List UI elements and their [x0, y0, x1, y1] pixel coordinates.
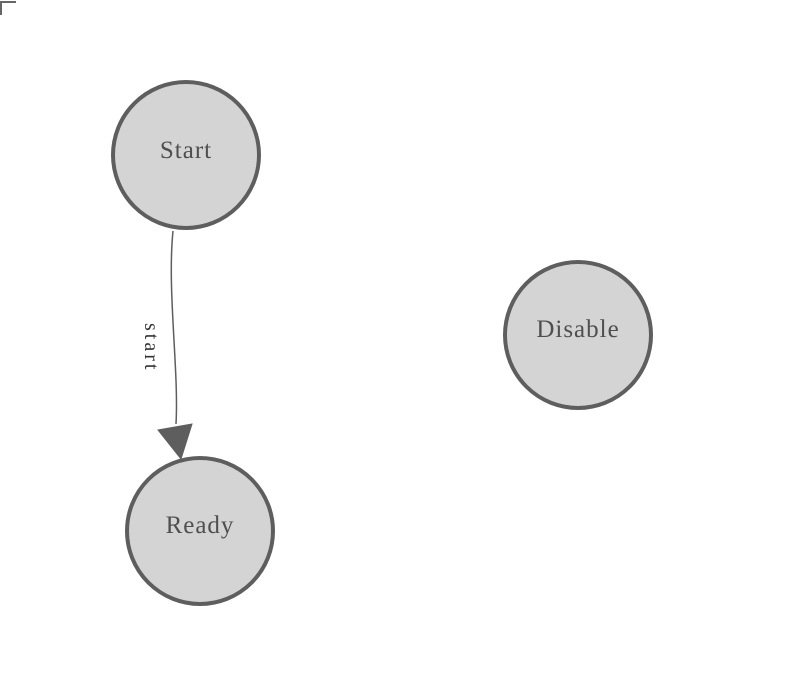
- edge-start-to-ready[interactable]: start: [140, 230, 193, 461]
- node-start-label: Start: [160, 137, 212, 164]
- node-start-circle[interactable]: [111, 80, 261, 230]
- corner-bracket-icon: [0, 1, 16, 15]
- node-ready-circle[interactable]: [125, 456, 275, 606]
- node-disable-label: Disable: [536, 316, 619, 343]
- edge-arrowhead-icon: [157, 423, 193, 461]
- node-start[interactable]: Start: [111, 80, 261, 230]
- node-ready-label: Ready: [166, 512, 235, 539]
- edge-label[interactable]: start: [140, 323, 162, 372]
- node-ready[interactable]: Ready: [125, 456, 275, 606]
- node-disable[interactable]: Disable: [503, 260, 653, 410]
- node-disable-circle[interactable]: [503, 260, 653, 410]
- edge-path[interactable]: [170, 230, 178, 425]
